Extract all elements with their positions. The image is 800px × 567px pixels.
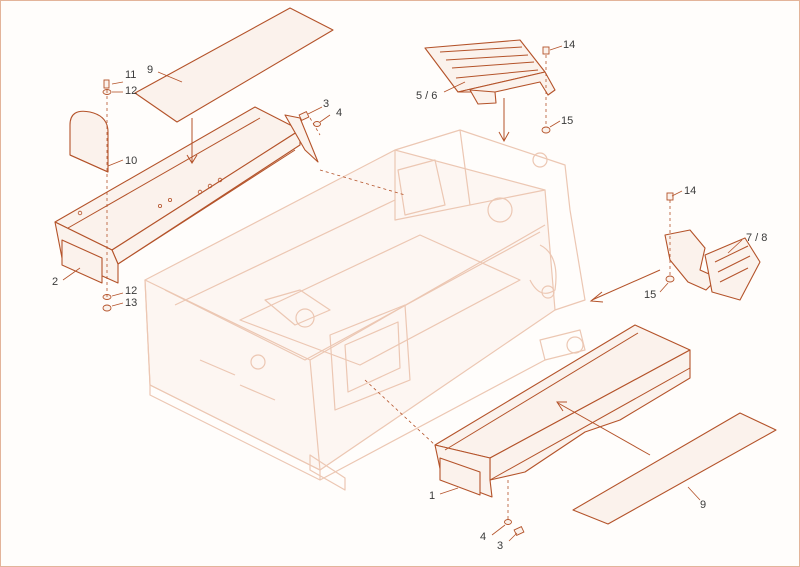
part-7-8-side-step [664,229,761,301]
label-item-1: 1 [429,490,435,502]
label-item-11: 11 [125,69,136,81]
label-item-4-bottom: 4 [480,531,486,543]
label-item-13: 13 [125,297,137,309]
label-item-15-right: 15 [644,289,656,301]
label-item-14-top: 14 [563,39,575,51]
main-frame-assembly [144,129,586,491]
label-item-9-bottom: 9 [700,499,706,511]
part-2-step-beam [54,106,319,284]
label-item-15-top: 15 [561,115,573,127]
label-item-5-6: 5 / 6 [416,90,437,102]
direction-arrows [186,98,661,456]
label-item-12-top: 12 [125,85,137,97]
part-5-6-step-bracket [424,39,556,105]
part-9-bottom-strip [572,412,777,525]
assembly-dash-lines [106,55,671,520]
label-item-9-top: 9 [147,64,153,76]
label-item-7-8: 7 / 8 [746,232,767,244]
label-item-14-right: 14 [684,185,696,197]
part-10-rounded-cover [69,110,109,173]
label-item-10: 10 [125,155,137,167]
part-1-step-beam [434,324,691,498]
label-item-12-bottom: 12 [125,285,137,297]
label-item-3-top: 3 [323,98,329,110]
fastener-hardware [102,46,675,537]
leader-lines [62,45,743,542]
part-9-top-strip [134,7,334,123]
label-item-2: 2 [52,276,58,288]
label-item-4-top: 4 [336,107,342,119]
label-item-3-bottom: 3 [497,540,503,552]
